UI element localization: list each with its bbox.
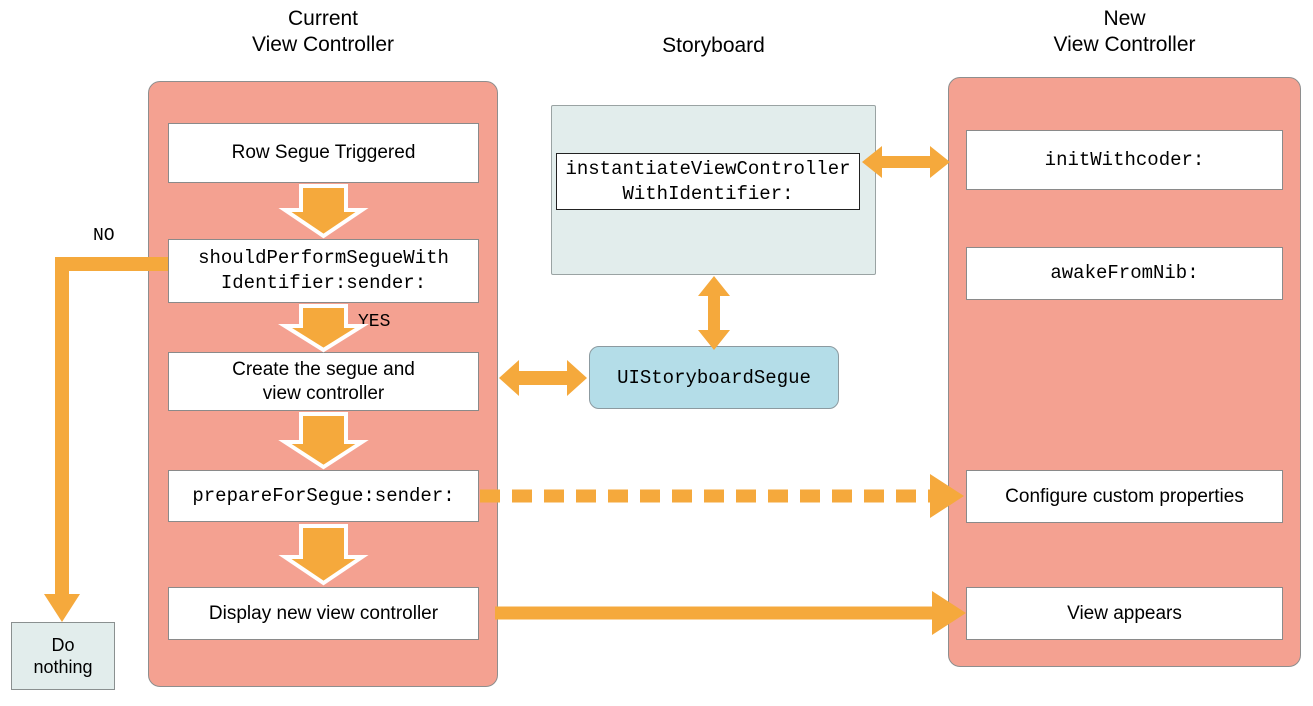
do-nothing-label: Do nothing	[33, 635, 93, 677]
column-title-current: Current View Controller	[251, 7, 394, 56]
step-label: awakeFromNib:	[1050, 262, 1199, 284]
step-label: View appears	[1067, 602, 1182, 624]
step-row-segue-triggered[interactable]: Row Segue Triggered	[168, 123, 479, 183]
connector-storyboard-to-segue	[698, 276, 730, 350]
step-label: Row Segue Triggered	[231, 142, 416, 163]
step-label: shouldPerformSegueWith Identifier:sender…	[198, 247, 449, 294]
step-label: prepareForSegue:sender:	[192, 484, 455, 507]
ui-storyboard-segue-label: UIStoryboardSegue	[617, 366, 811, 389]
ui-storyboard-segue-node[interactable]: UIStoryboardSegue	[589, 346, 839, 409]
connector-display-to-view-appears	[495, 591, 966, 635]
step-label: Configure custom properties	[1005, 485, 1244, 507]
step-awake-from-nib[interactable]: awakeFromNib:	[966, 247, 1283, 300]
step-label: initWithcoder:	[1044, 148, 1205, 171]
connector-create-to-segue	[499, 360, 587, 396]
do-nothing-terminal[interactable]: Do nothing	[11, 622, 115, 690]
step-view-appears[interactable]: View appears	[966, 587, 1283, 640]
step-should-perform-segue[interactable]: shouldPerformSegueWith Identifier:sender…	[168, 239, 479, 303]
branch-label-yes: YES	[358, 312, 391, 332]
step-prepare-for-segue[interactable]: prepareForSegue:sender:	[168, 470, 479, 522]
step-label: instantiateViewController WithIdentifier…	[565, 157, 851, 205]
step-configure-custom-properties[interactable]: Configure custom properties	[966, 470, 1283, 523]
column-title-storyboard: Storyboard	[662, 34, 765, 57]
step-instantiate-view-controller[interactable]: instantiateViewController WithIdentifier…	[556, 153, 860, 210]
step-label: Display new view controller	[208, 602, 439, 624]
connector-prepare-to-configure	[480, 474, 964, 518]
step-init-with-coder[interactable]: initWithcoder:	[966, 130, 1283, 190]
step-create-segue[interactable]: Create the segue and view controller	[168, 352, 479, 411]
branch-label-no: NO	[93, 226, 115, 246]
column-title-new: New View Controller	[1053, 7, 1196, 56]
step-label: Create the segue and view controller	[232, 358, 415, 404]
step-display-new-view-controller[interactable]: Display new view controller	[168, 587, 479, 640]
